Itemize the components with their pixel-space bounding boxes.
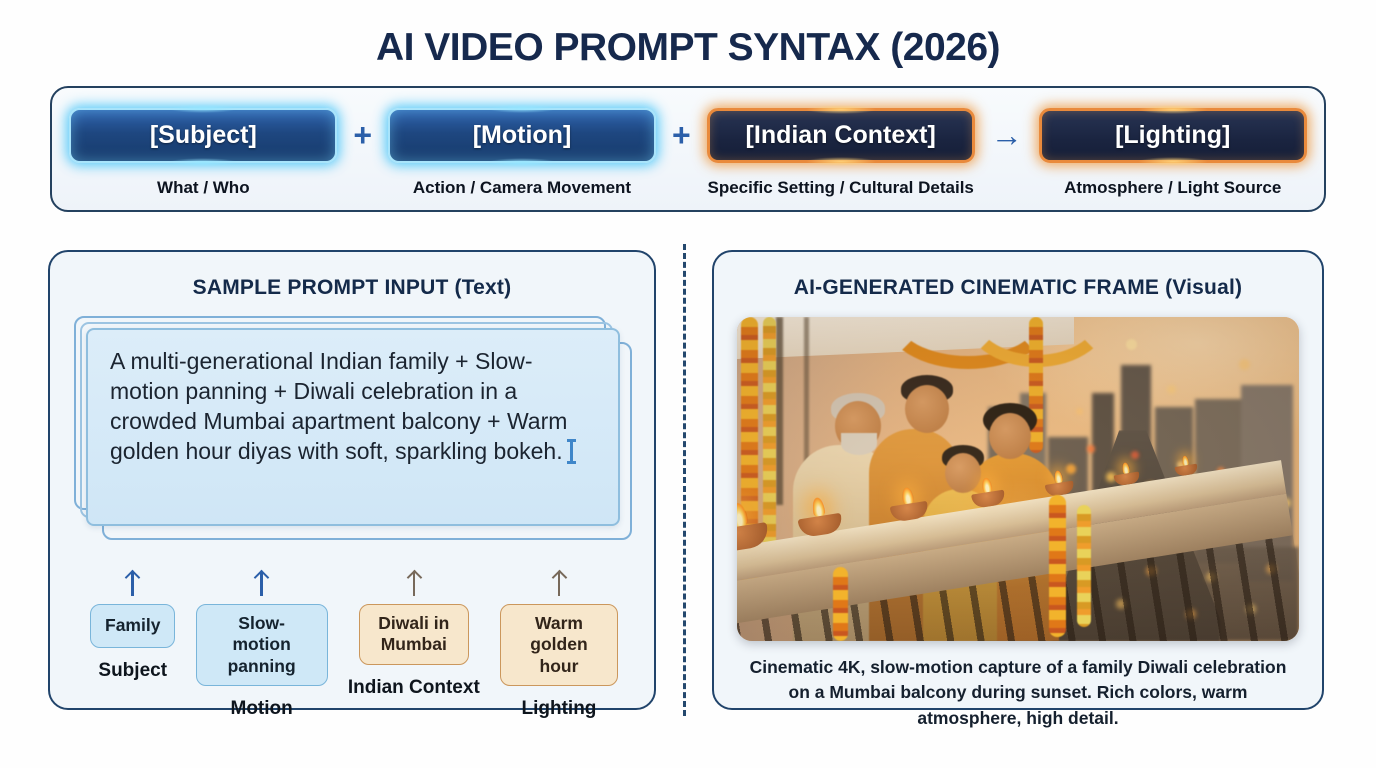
main-content-row: SAMPLE PROMPT INPUT (Text) A multi-gener… (48, 244, 1328, 728)
cinematic-frame-panel: AI-GENERATED CINEMATIC FRAME (Visual) (712, 250, 1324, 728)
indian-context-sublabel: Specific Setting / Cultural Details (707, 178, 974, 197)
prompt-text-input[interactable]: A multi-generational Indian family + Slo… (86, 328, 620, 526)
window-frame (804, 317, 810, 486)
sample-prompt-panel: SAMPLE PROMPT INPUT (Text) A multi-gener… (48, 250, 656, 719)
marigold-garland (763, 317, 776, 570)
cinematic-frame-title: AI-GENERATED CINEMATIC FRAME (Visual) (793, 276, 1243, 299)
grandfather-beard (841, 433, 877, 455)
marigold-garland-hanging (833, 567, 848, 641)
indian-context-pill: [Indian Context] (706, 108, 975, 163)
warm-vignette-overlay (737, 317, 1299, 641)
tag-subject: Family Subject (90, 572, 176, 720)
arrow-right-operator: → (990, 117, 1023, 153)
arrow-up-icon (260, 572, 263, 596)
marigold-garland-hanging (1049, 495, 1066, 637)
text-cursor-icon (566, 438, 576, 464)
tag-lighting: Warm golden hour Lighting (499, 572, 618, 720)
arrow-up-icon (131, 572, 134, 596)
subject-sublabel: What / Who (157, 178, 250, 197)
mother-head (989, 413, 1031, 459)
subject-pill: [Subject] (69, 108, 338, 163)
formula-banner: [Subject] What / Who + [Motion] Action /… (50, 86, 1326, 212)
dashed-divider-line (682, 244, 686, 716)
father-head (905, 385, 949, 433)
arrow-up-icon (412, 572, 416, 596)
page-title: AI VIDEO PROMPT SYNTAX (2026) (375, 26, 1001, 69)
tag-value-golden-hour: Warm golden hour (499, 604, 618, 687)
tag-value-slow-motion: Slow-motion panning (195, 604, 328, 687)
formula-component-lighting: [Lighting] Atmosphere / Light Source (1038, 108, 1307, 198)
motion-pill: [Motion] (388, 108, 656, 163)
sample-prompt-title: SAMPLE PROMPT INPUT (Text) (192, 276, 512, 299)
image-caption: Cinematic 4K, slow-motion capture of a f… (749, 657, 1287, 728)
tag-value-diwali: Diwali in Mumbai (358, 604, 469, 665)
plus-operator-1: + (353, 117, 372, 153)
formula-component-indian-context: [Indian Context] Specific Setting / Cult… (706, 108, 975, 198)
tag-motion: Slow-motion panning Motion (195, 572, 328, 720)
arrow-up-icon (557, 572, 561, 596)
prompt-text: A multi-generational Indian family + Slo… (110, 348, 568, 464)
tag-label-indian-context: Indian Context (347, 676, 480, 698)
formula-component-motion: [Motion] Action / Camera Movement (388, 108, 656, 198)
marigold-garland-hanging (1077, 505, 1091, 627)
formula-component-subject: [Subject] What / Who (69, 108, 338, 198)
prompt-input-wrapper: A multi-generational Indian family + Slo… (74, 316, 632, 540)
plus-operator-2: + (672, 117, 691, 153)
tag-label-subject: Subject (98, 660, 168, 681)
tag-label-lighting: Lighting (521, 698, 597, 720)
prompt-tags-row: Family Subject Slow-motion panning Motio… (90, 572, 618, 720)
panel-divider (656, 244, 712, 716)
tag-value-family: Family (90, 604, 176, 648)
lighting-pill: [Lighting] (1038, 108, 1307, 163)
lighting-sublabel: Atmosphere / Light Source (1064, 178, 1282, 197)
diwali-family-balcony-photo (737, 317, 1299, 641)
tag-indian-context: Diwali in Mumbai Indian Context (348, 572, 480, 720)
tag-label-motion: Motion (230, 698, 293, 720)
motion-sublabel: Action / Camera Movement (412, 178, 632, 197)
window-frame (776, 317, 784, 505)
